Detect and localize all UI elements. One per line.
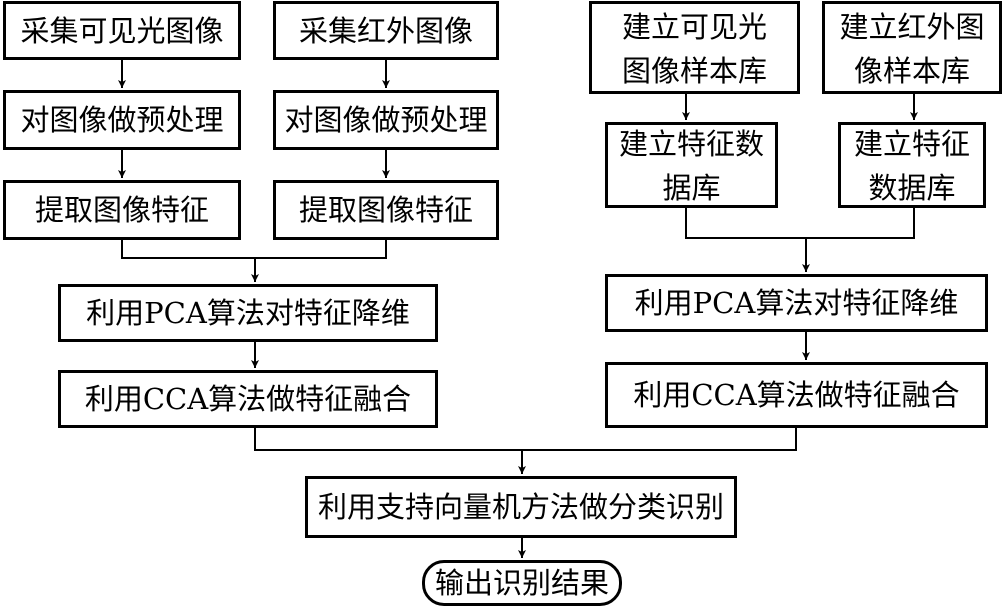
preprocess-infrared-label: 对图像做预处理 <box>284 103 488 137</box>
connector-cca-merge <box>254 428 797 451</box>
extract-infrared-box: 提取图像特征 <box>273 180 499 240</box>
left-cca-box: 利用CCA算法做特征融合 <box>58 370 438 428</box>
right-pca-label: 利用PCA算法对特征降维 <box>634 286 959 320</box>
extract-infrared-label: 提取图像特征 <box>298 193 473 227</box>
visible-sample-lib-box: 建立可见光 图像样本库 <box>589 1 800 94</box>
preprocess-visible-box: 对图像做预处理 <box>3 90 241 150</box>
extract-visible-box: 提取图像特征 <box>3 180 241 240</box>
preprocess-infrared-box: 对图像做预处理 <box>273 90 499 150</box>
left-cca-label: 利用CCA算法做特征融合 <box>84 382 412 416</box>
left-pca-label: 利用PCA算法对特征降维 <box>86 296 410 330</box>
visible-feature-db-box: 建立特征数 据库 <box>605 122 778 208</box>
infrared-feature-db-box: 建立特征 数据库 <box>838 122 986 208</box>
preprocess-visible-label: 对图像做预处理 <box>20 103 224 137</box>
right-cca-box: 利用CCA算法做特征融合 <box>605 362 988 428</box>
svm-classification-label: 利用支持向量机方法做分类识别 <box>317 490 724 524</box>
capture-infrared-box: 采集红外图像 <box>273 1 499 60</box>
visible-feature-db-label: 建立特征数 据库 <box>618 127 764 205</box>
visible-sample-lib-label: 建立可见光 图像样本库 <box>621 9 767 88</box>
capture-infrared-label: 采集红外图像 <box>298 13 473 48</box>
connector-left-extract-merge <box>121 240 387 259</box>
right-cca-label: 利用CCA算法做特征融合 <box>633 378 960 412</box>
extract-visible-label: 提取图像特征 <box>34 193 209 227</box>
infrared-sample-lib-label: 建立红外图 像样本库 <box>839 9 985 88</box>
left-pca-box: 利用PCA算法对特征降维 <box>58 284 438 342</box>
svm-classification-box: 利用支持向量机方法做分类识别 <box>305 476 737 538</box>
infrared-sample-lib-box: 建立红外图 像样本库 <box>822 1 1002 94</box>
output-result-box: 输出识别结果 <box>422 560 622 606</box>
capture-visible-box: 采集可见光图像 <box>3 1 241 60</box>
right-pca-box: 利用PCA算法对特征降维 <box>605 274 988 332</box>
capture-visible-label: 采集可见光图像 <box>20 13 224 48</box>
output-result-label: 输出识别结果 <box>434 566 609 600</box>
connector-right-featuredb-merge <box>685 208 915 239</box>
infrared-feature-db-label: 建立特征 数据库 <box>853 127 970 205</box>
